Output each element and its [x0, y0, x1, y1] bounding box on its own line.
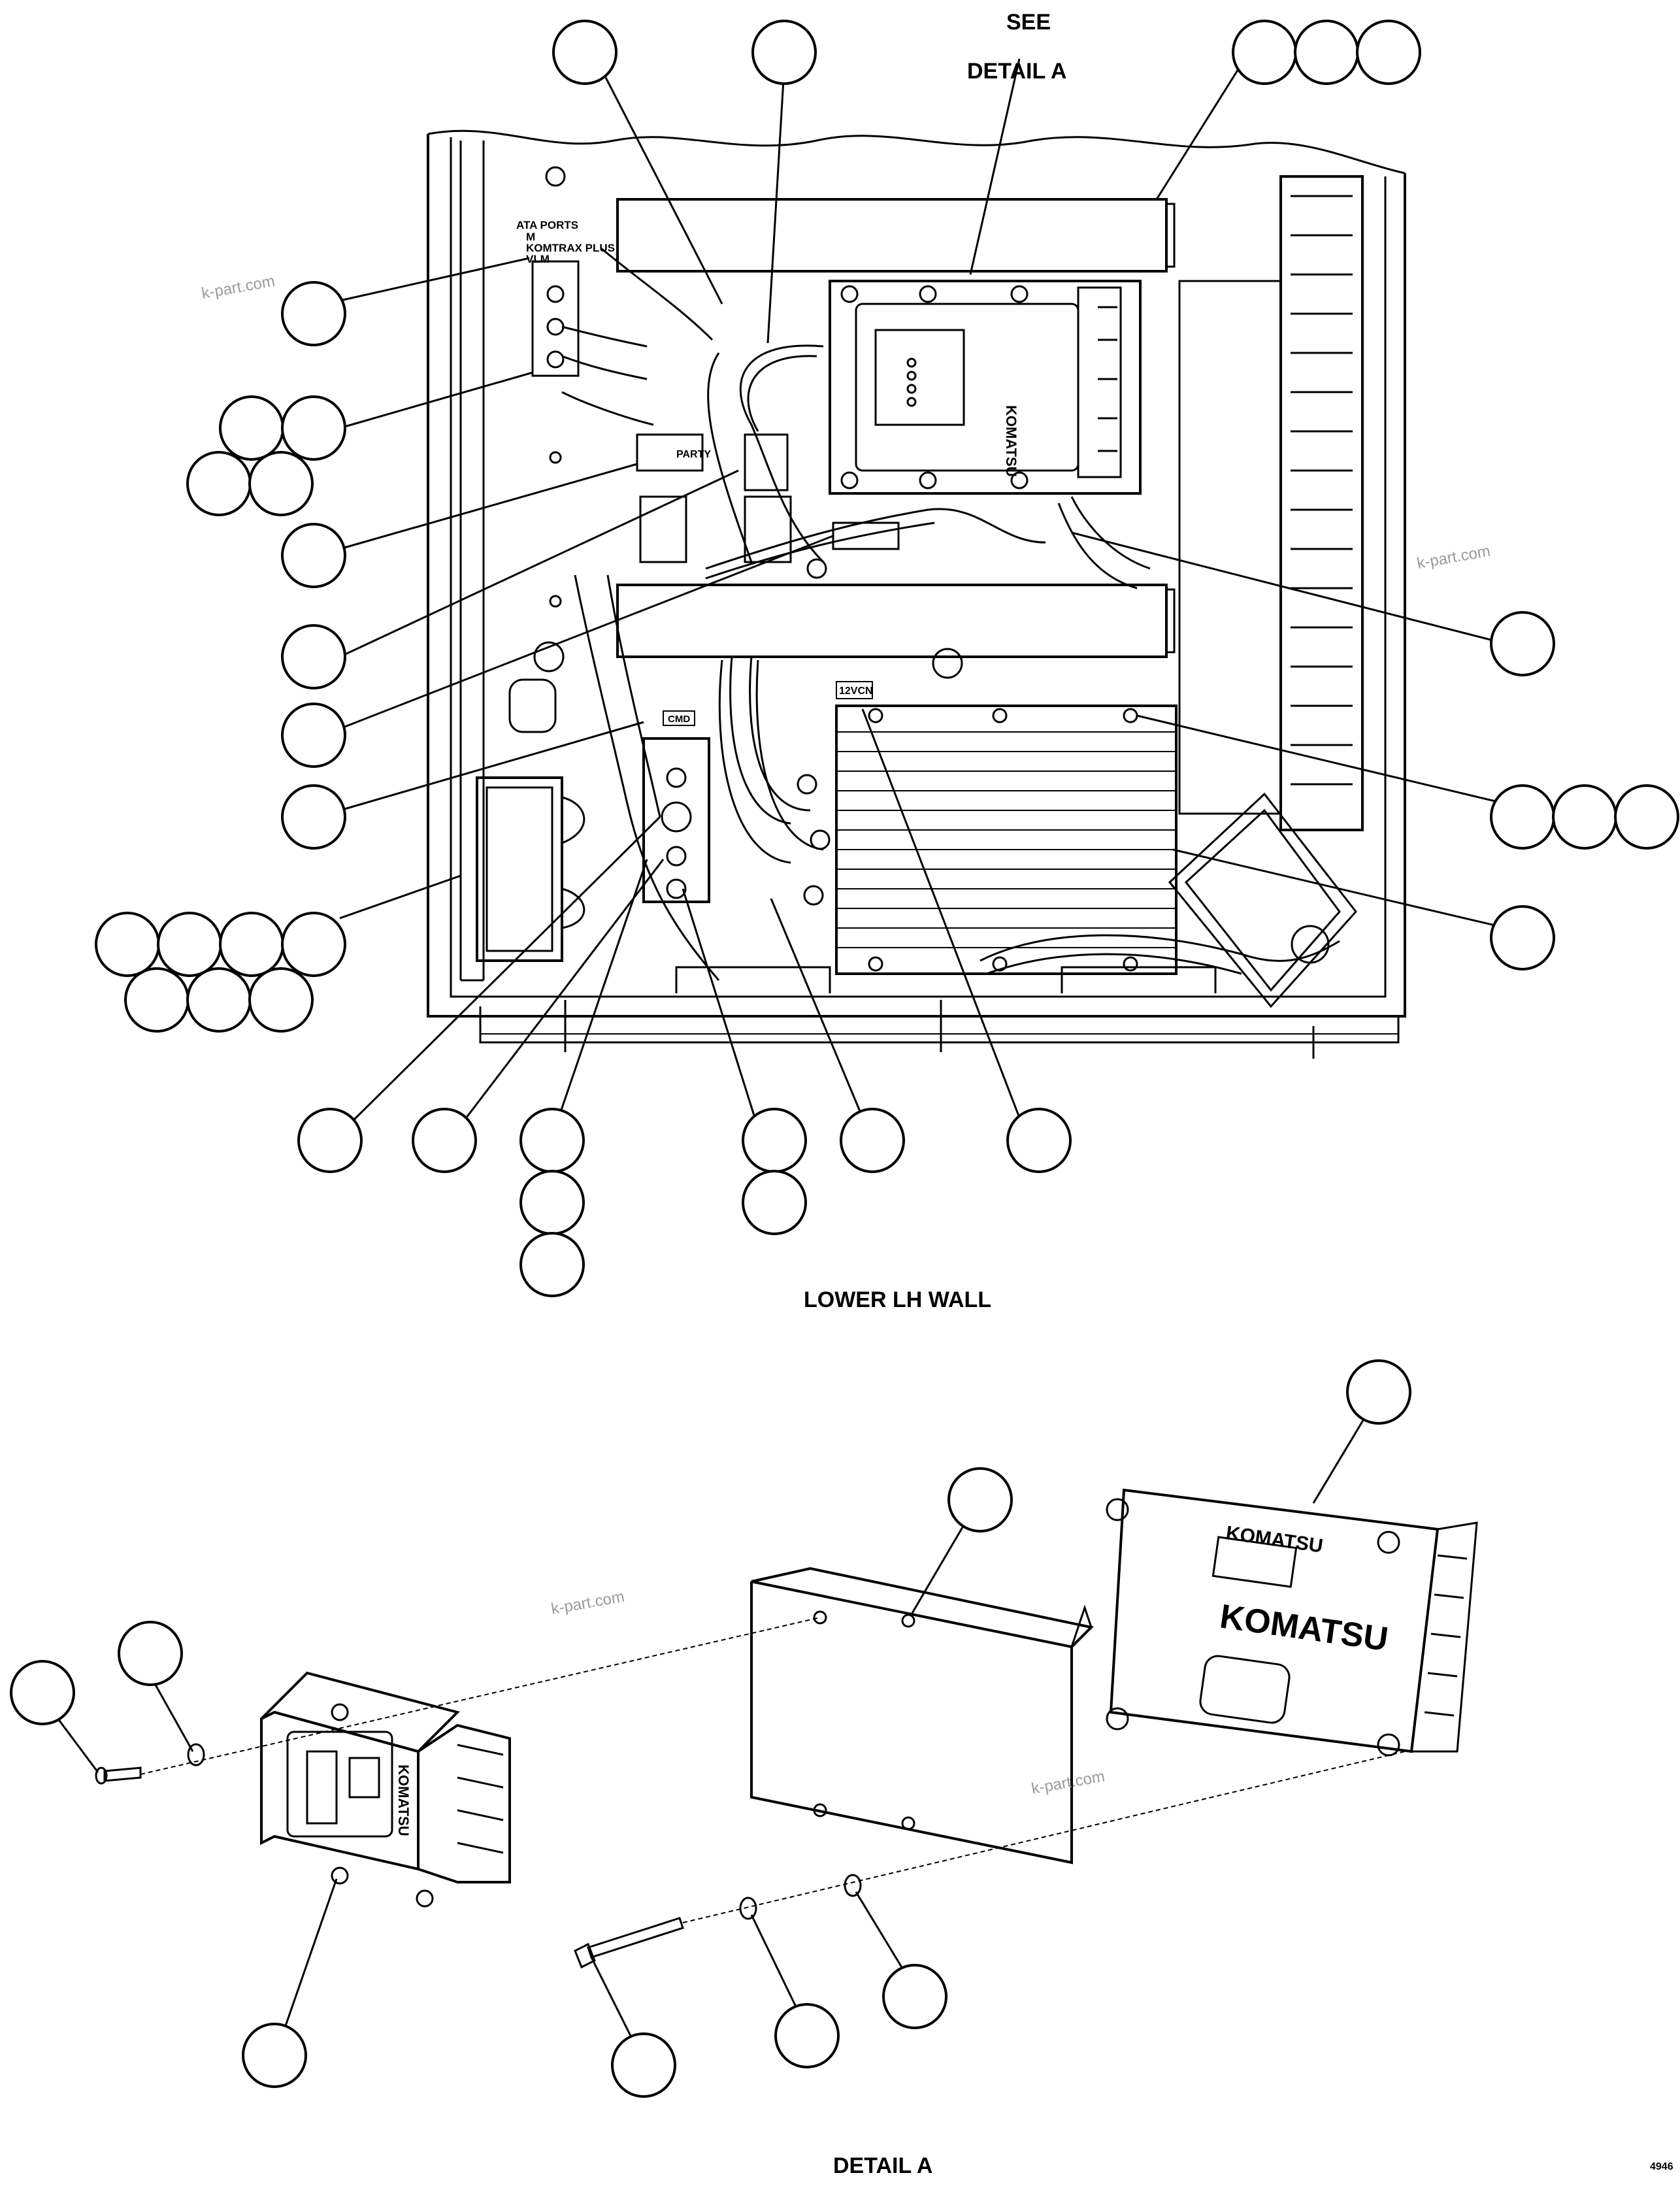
detail-a-title: DETAIL A — [833, 2153, 932, 2178]
komtrax-plus-label: KOMTRAX PLUS — [526, 242, 615, 254]
large-controller-brand-top: KOMATSU — [1225, 1522, 1325, 1557]
vlm-brand-label: KOMATSU — [1003, 405, 1019, 477]
detail-a-view: KOMATSU KOMATSU KOMATSU — [10, 1359, 1673, 2178]
third-party-label: PARTY — [676, 449, 711, 460]
watermark: k-part.com — [200, 273, 276, 303]
large-controller-brand-main: KOMATSU — [1217, 1597, 1391, 1658]
vlm-label: VLM — [526, 253, 550, 265]
lower-lh-wall-view: SEE DETAIL A ATA PORTS M KOMTRAX PLUS VL… — [95, 10, 1679, 1312]
cmd-label: CMD — [668, 714, 690, 725]
see-label: SEE — [1006, 10, 1051, 35]
data-ports-label-line2: M — [526, 231, 535, 243]
lower-lh-wall-title: LOWER LH WALL — [804, 1287, 991, 1312]
callout-circles-top — [95, 20, 1679, 1297]
watermark: k-part.com — [1030, 1768, 1106, 1798]
12v-converter-label: 12VCN — [839, 686, 873, 697]
data-ports-label: ATA PORTS — [516, 219, 578, 231]
small-controller-brand: KOMATSU — [395, 1765, 412, 1836]
figure-id-label: 4946 — [1650, 2161, 1673, 2172]
watermark: k-part.com — [1415, 542, 1491, 572]
callout-circles-detail — [10, 1359, 1411, 2098]
watermark: k-part.com — [550, 1588, 625, 1618]
